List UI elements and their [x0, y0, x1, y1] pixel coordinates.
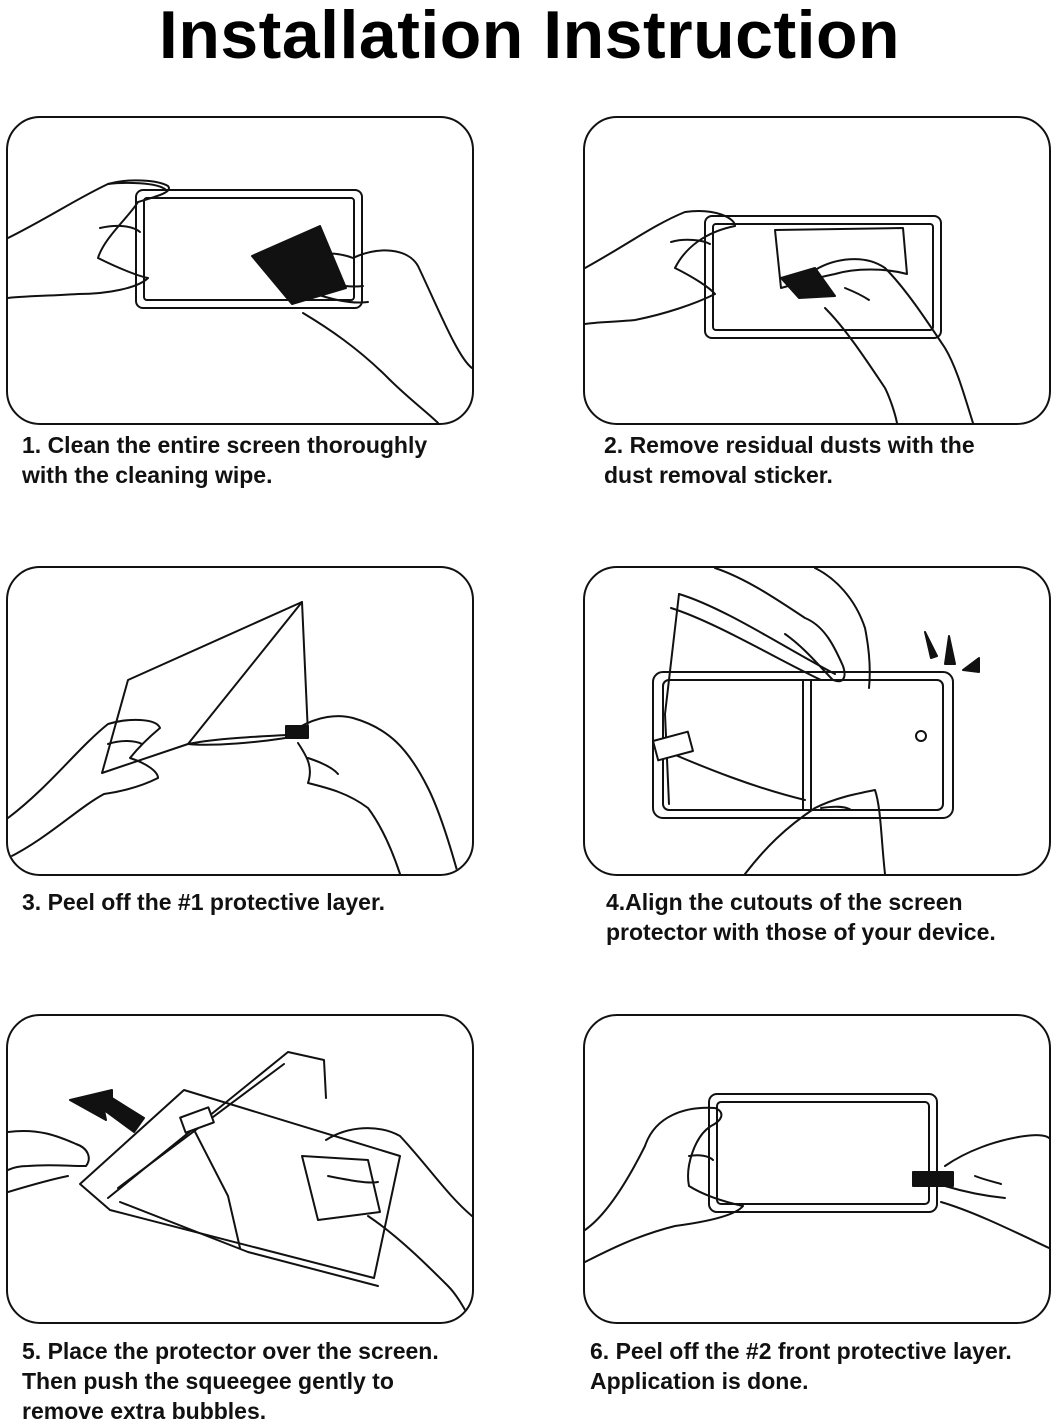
- step-3-caption-line1: 3. Peel off the #1 protective layer.: [22, 889, 386, 915]
- step-6-illustration: [583, 1014, 1051, 1324]
- step-5-illustration: [6, 1014, 474, 1324]
- step-3-caption: 3. Peel off the #1 protective layer.: [22, 887, 385, 917]
- step-4-illustration: [583, 566, 1051, 876]
- step-1-caption-line1: 1. Clean the entire screen thoroughly: [22, 432, 428, 458]
- step-5-caption: 5. Place the protector over the screen. …: [22, 1336, 439, 1426]
- step-6-caption-line2: Application is done.: [590, 1368, 809, 1394]
- step-5-caption-line2: Then push the squeegee gently to: [22, 1368, 394, 1394]
- step-1-illustration: [6, 116, 474, 425]
- step-6-caption-line1: 6. Peel off the #2 front protective laye…: [590, 1338, 1012, 1364]
- step-4-caption-line1: 4.Align the cutouts of the screen: [606, 889, 963, 915]
- step-6-caption: 6. Peel off the #2 front protective laye…: [590, 1336, 1012, 1396]
- step-3-illustration: [6, 566, 474, 876]
- page-title: Installation Instruction: [158, 0, 901, 73]
- step-2-caption: 2. Remove residual dusts with the dust r…: [604, 430, 975, 490]
- step-5-caption-line1: 5. Place the protector over the screen.: [22, 1338, 439, 1364]
- step-2-caption-line2: dust removal sticker.: [604, 462, 833, 488]
- step-1-caption: 1. Clean the entire screen thoroughly wi…: [22, 430, 427, 490]
- step-4-caption: 4.Align the cutouts of the screen protec…: [606, 887, 996, 947]
- step-2-illustration: [583, 116, 1051, 425]
- step-5-caption-line3: remove extra bubbles.: [22, 1398, 267, 1424]
- step-4-caption-line2: protector with those of your device.: [606, 919, 996, 945]
- step-2-caption-line1: 2. Remove residual dusts with the: [604, 432, 975, 458]
- step-1-caption-line2: with the cleaning wipe.: [22, 462, 273, 488]
